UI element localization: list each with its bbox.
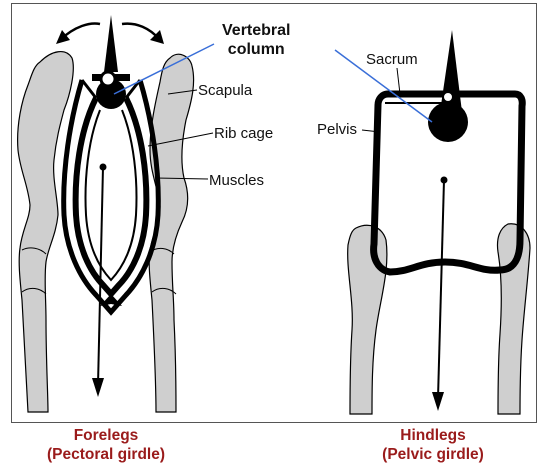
- vertebral-spine-front: [104, 15, 118, 72]
- vertebral-column-label-line2: column: [222, 40, 290, 59]
- forelegs-caption: Forelegs (Pectoral girdle): [24, 426, 188, 464]
- hindlegs-caption: Hindlegs (Pelvic girdle): [358, 426, 508, 464]
- right-gravity-arrowhead: [432, 392, 444, 411]
- vertebral-column-label: Vertebral column: [222, 21, 290, 59]
- forelegs-caption-subtitle: (Pectoral girdle): [24, 445, 188, 464]
- right-hindleg-bone: [497, 224, 530, 414]
- hindlegs-caption-title: Hindlegs: [358, 426, 508, 445]
- forelegs-caption-title: Forelegs: [24, 426, 188, 445]
- vertebral-column-label-line1: Vertebral: [222, 21, 290, 40]
- pelvis-label: Pelvis: [317, 121, 357, 138]
- sacrum-vertebra: [428, 102, 468, 142]
- left-gravity-arrowhead: [92, 378, 104, 397]
- sacrum-label: Sacrum: [366, 51, 418, 68]
- rib-cage-label: Rib cage: [214, 125, 273, 142]
- pelvic-girdle-illustration: [348, 30, 530, 414]
- left-hindleg-bone: [348, 225, 387, 414]
- pectoral-girdle-illustration: [18, 15, 194, 412]
- scapula-label: Scapula: [198, 82, 252, 99]
- muscles-label: Muscles: [209, 172, 264, 189]
- hindlegs-caption-subtitle: (Pelvic girdle): [358, 445, 508, 464]
